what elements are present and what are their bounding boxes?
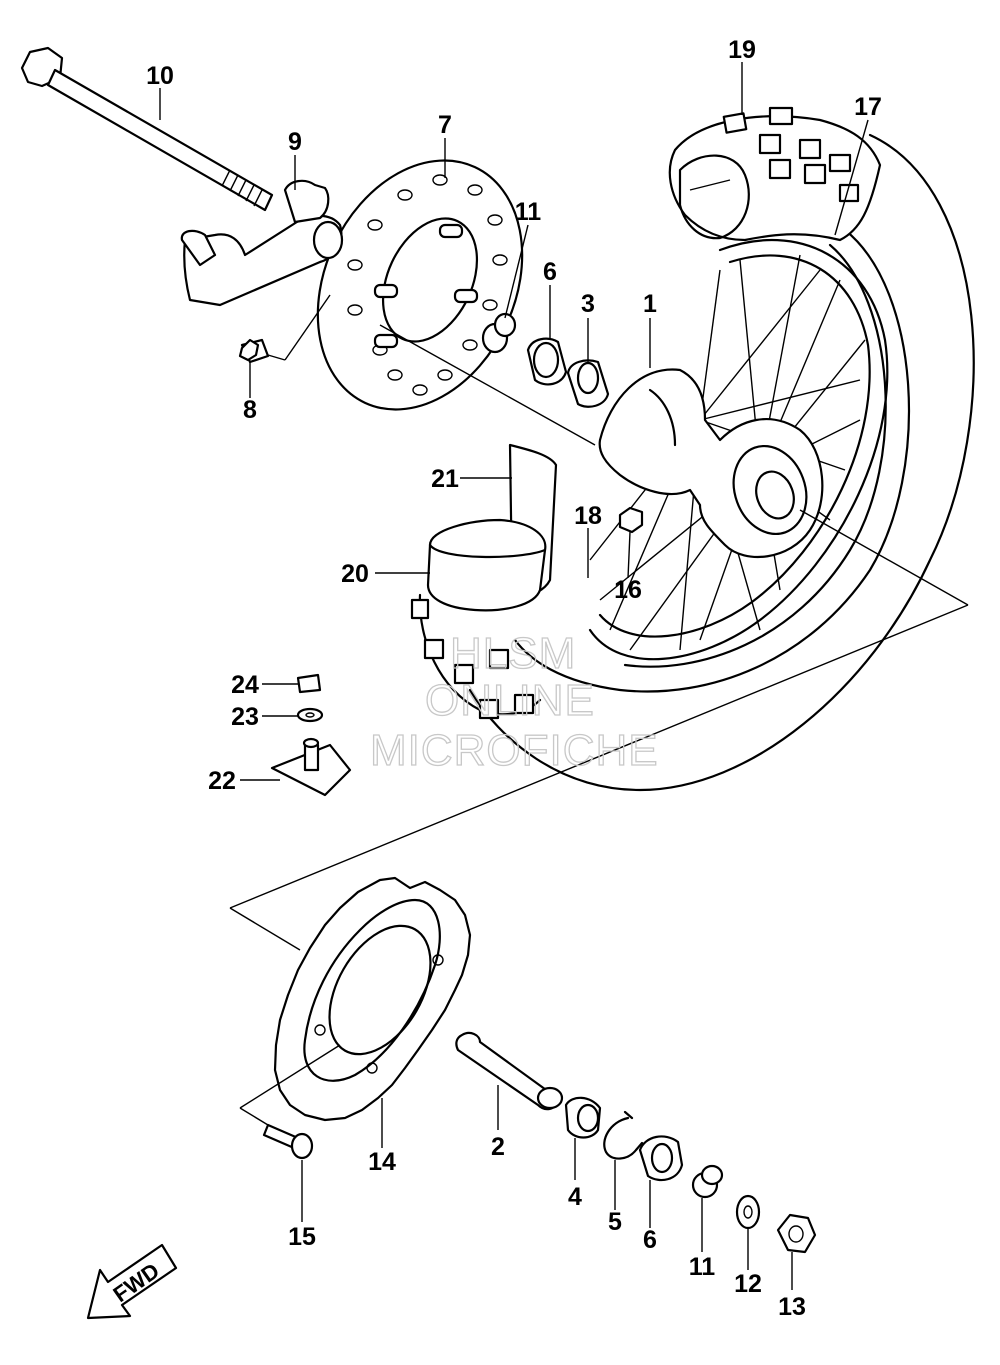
- watermark-line-3: MICROFICHE: [370, 726, 659, 775]
- axle-washer: [735, 1194, 761, 1230]
- rear-sprocket: [273, 876, 472, 1122]
- callout-20: 20: [341, 560, 369, 588]
- callout-4: 4: [568, 1183, 582, 1211]
- rim-lock-section: [410, 443, 558, 720]
- callout-22: 22: [208, 767, 236, 795]
- spacer-lower: [564, 1096, 602, 1139]
- bearing-upper: [526, 337, 568, 386]
- tire: [468, 133, 975, 792]
- fwd-arrow-icon: FWD: [86, 1243, 178, 1320]
- callouts: 1 2 3 4 5 6 6 7 8 9 10 11 11 12 13 14 15…: [146, 36, 882, 1321]
- callout-11-lower: 11: [689, 1253, 716, 1281]
- callout-21: 21: [431, 465, 459, 493]
- callout-7: 7: [438, 111, 452, 139]
- rim-band-valve: [270, 737, 352, 797]
- tire-section: [668, 106, 882, 242]
- watermark-line-1: HLSM: [450, 629, 576, 678]
- callout-17: 17: [854, 93, 882, 121]
- callout-24: 24: [231, 671, 259, 699]
- callout-10: 10: [146, 62, 174, 90]
- sprocket-bolt: [262, 1123, 314, 1160]
- callout-6-upper: 6: [543, 258, 557, 286]
- callout-18: 18: [574, 502, 602, 530]
- callout-1: 1: [643, 290, 657, 318]
- leader-lines: [159, 62, 869, 1290]
- callout-5: 5: [608, 1208, 622, 1236]
- hub: [598, 368, 824, 559]
- bearing-lower: [638, 1135, 684, 1182]
- rim: [588, 239, 889, 661]
- watermark-line-2: ONLINE: [425, 676, 595, 725]
- callout-14: 14: [368, 1148, 396, 1176]
- collar-upper: [481, 312, 517, 354]
- callout-12: 12: [734, 1270, 762, 1298]
- callout-3: 3: [581, 290, 595, 318]
- axle: [20, 46, 274, 212]
- callout-15: 15: [288, 1223, 316, 1251]
- callout-16: 16: [614, 576, 642, 604]
- spacer-upper: [566, 359, 610, 408]
- valve-washer: [296, 707, 324, 723]
- callout-19: 19: [728, 36, 756, 64]
- spacer-tube: [455, 1031, 564, 1111]
- spoke-nipple: [618, 506, 644, 534]
- callout-6-lower: 6: [643, 1226, 657, 1254]
- watermark: HLSM ONLINE MICROFICHE: [369, 628, 659, 775]
- callout-11-upper: 11: [515, 198, 542, 226]
- callout-13: 13: [778, 1293, 806, 1321]
- guide-lines: [229, 294, 969, 1126]
- callout-23: 23: [231, 703, 259, 731]
- callout-9: 9: [288, 128, 302, 156]
- callout-8: 8: [243, 396, 257, 424]
- collar-lower: [691, 1164, 724, 1199]
- caliper-bracket: [180, 179, 344, 307]
- valve-nut: [296, 673, 322, 694]
- bracket-bolt: [238, 338, 270, 364]
- circlip: [603, 1110, 644, 1160]
- brake-disc: [316, 159, 524, 411]
- axle-nut: [776, 1213, 817, 1254]
- callout-2: 2: [491, 1133, 505, 1161]
